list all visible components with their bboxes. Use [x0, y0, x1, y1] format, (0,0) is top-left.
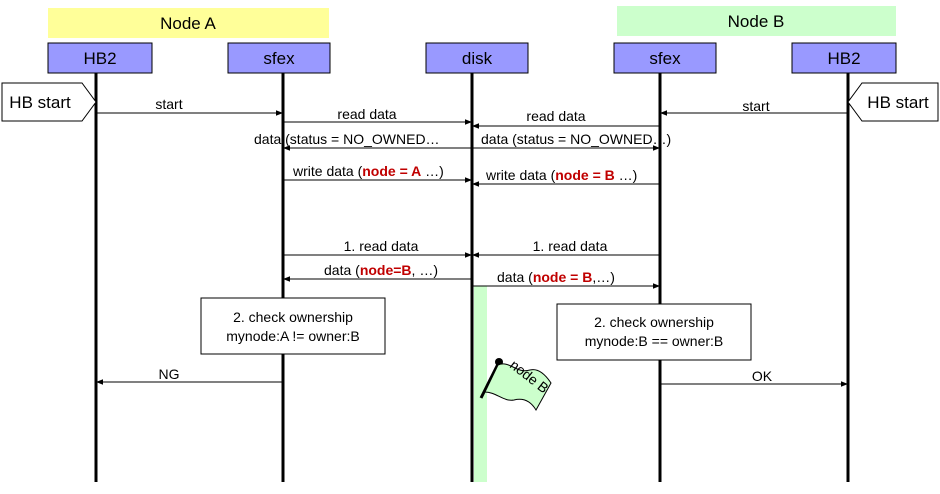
- msg-read2-a-label: 1. read data: [344, 238, 419, 254]
- node-a-header: [48, 8, 329, 38]
- msg-data-a-label: data (status = NO_OWNED…: [254, 131, 440, 147]
- hb-start-left: HB start: [1, 82, 97, 122]
- check-a-line1: 2. check ownership: [233, 309, 353, 325]
- msg-data2-a-label: data (node=B, …): [324, 262, 438, 278]
- msg-data2-b-label: data (node = B,…): [497, 269, 615, 285]
- msg-ng-label: NG: [159, 366, 180, 382]
- hb-start-right-label: HB start: [867, 93, 929, 112]
- check-ownership-a: 2. check ownership mynode:A != owner:B: [200, 297, 386, 355]
- node-b-header: [617, 6, 896, 36]
- node-a-label: Node A: [160, 14, 216, 33]
- msg-start-a-label: start: [155, 96, 182, 112]
- participant-label: HB2: [827, 49, 860, 68]
- hb-start-right: HB start: [847, 82, 939, 122]
- check-b-line2: mynode:B == owner:B: [585, 333, 724, 349]
- participant-label: sfex: [649, 49, 681, 68]
- msg-read-a-label: read data: [337, 106, 396, 122]
- participant-label: HB2: [83, 49, 116, 68]
- flag-pole: [479, 361, 501, 399]
- msg-read2-b-label: 1. read data: [533, 238, 608, 254]
- participant-sfex-a: sfex: [227, 42, 331, 74]
- msg-write-a-label: write data (node = A …): [292, 163, 444, 179]
- msg-data-b-label: data (status = NO_OWNED…): [481, 131, 671, 147]
- hb-start-left-label: HB start: [9, 93, 71, 112]
- check-b-line1: 2. check ownership: [594, 314, 714, 330]
- lock-held-bar: [474, 286, 487, 482]
- msg-start-b-label: start: [742, 98, 769, 114]
- participant-hb2-b: HB2: [791, 42, 897, 74]
- msg-read-b-label: read data: [526, 108, 585, 124]
- msg-write-b-label: write data (node = B …): [485, 167, 637, 183]
- participant-sfex-b: sfex: [613, 42, 717, 74]
- check-ownership-b: 2. check ownership mynode:B == owner:B: [556, 303, 752, 361]
- participant-label: sfex: [263, 49, 295, 68]
- check-a-line2: mynode:A != owner:B: [226, 328, 359, 344]
- ownership-flag: node B: [479, 356, 552, 411]
- msg-ok-label: OK: [752, 368, 773, 384]
- flag-cloth: [484, 363, 552, 411]
- participant-disk: disk: [425, 42, 529, 74]
- participant-hb2-a: HB2: [47, 42, 153, 74]
- participant-label: disk: [462, 49, 493, 68]
- node-b-label: Node B: [728, 12, 785, 31]
